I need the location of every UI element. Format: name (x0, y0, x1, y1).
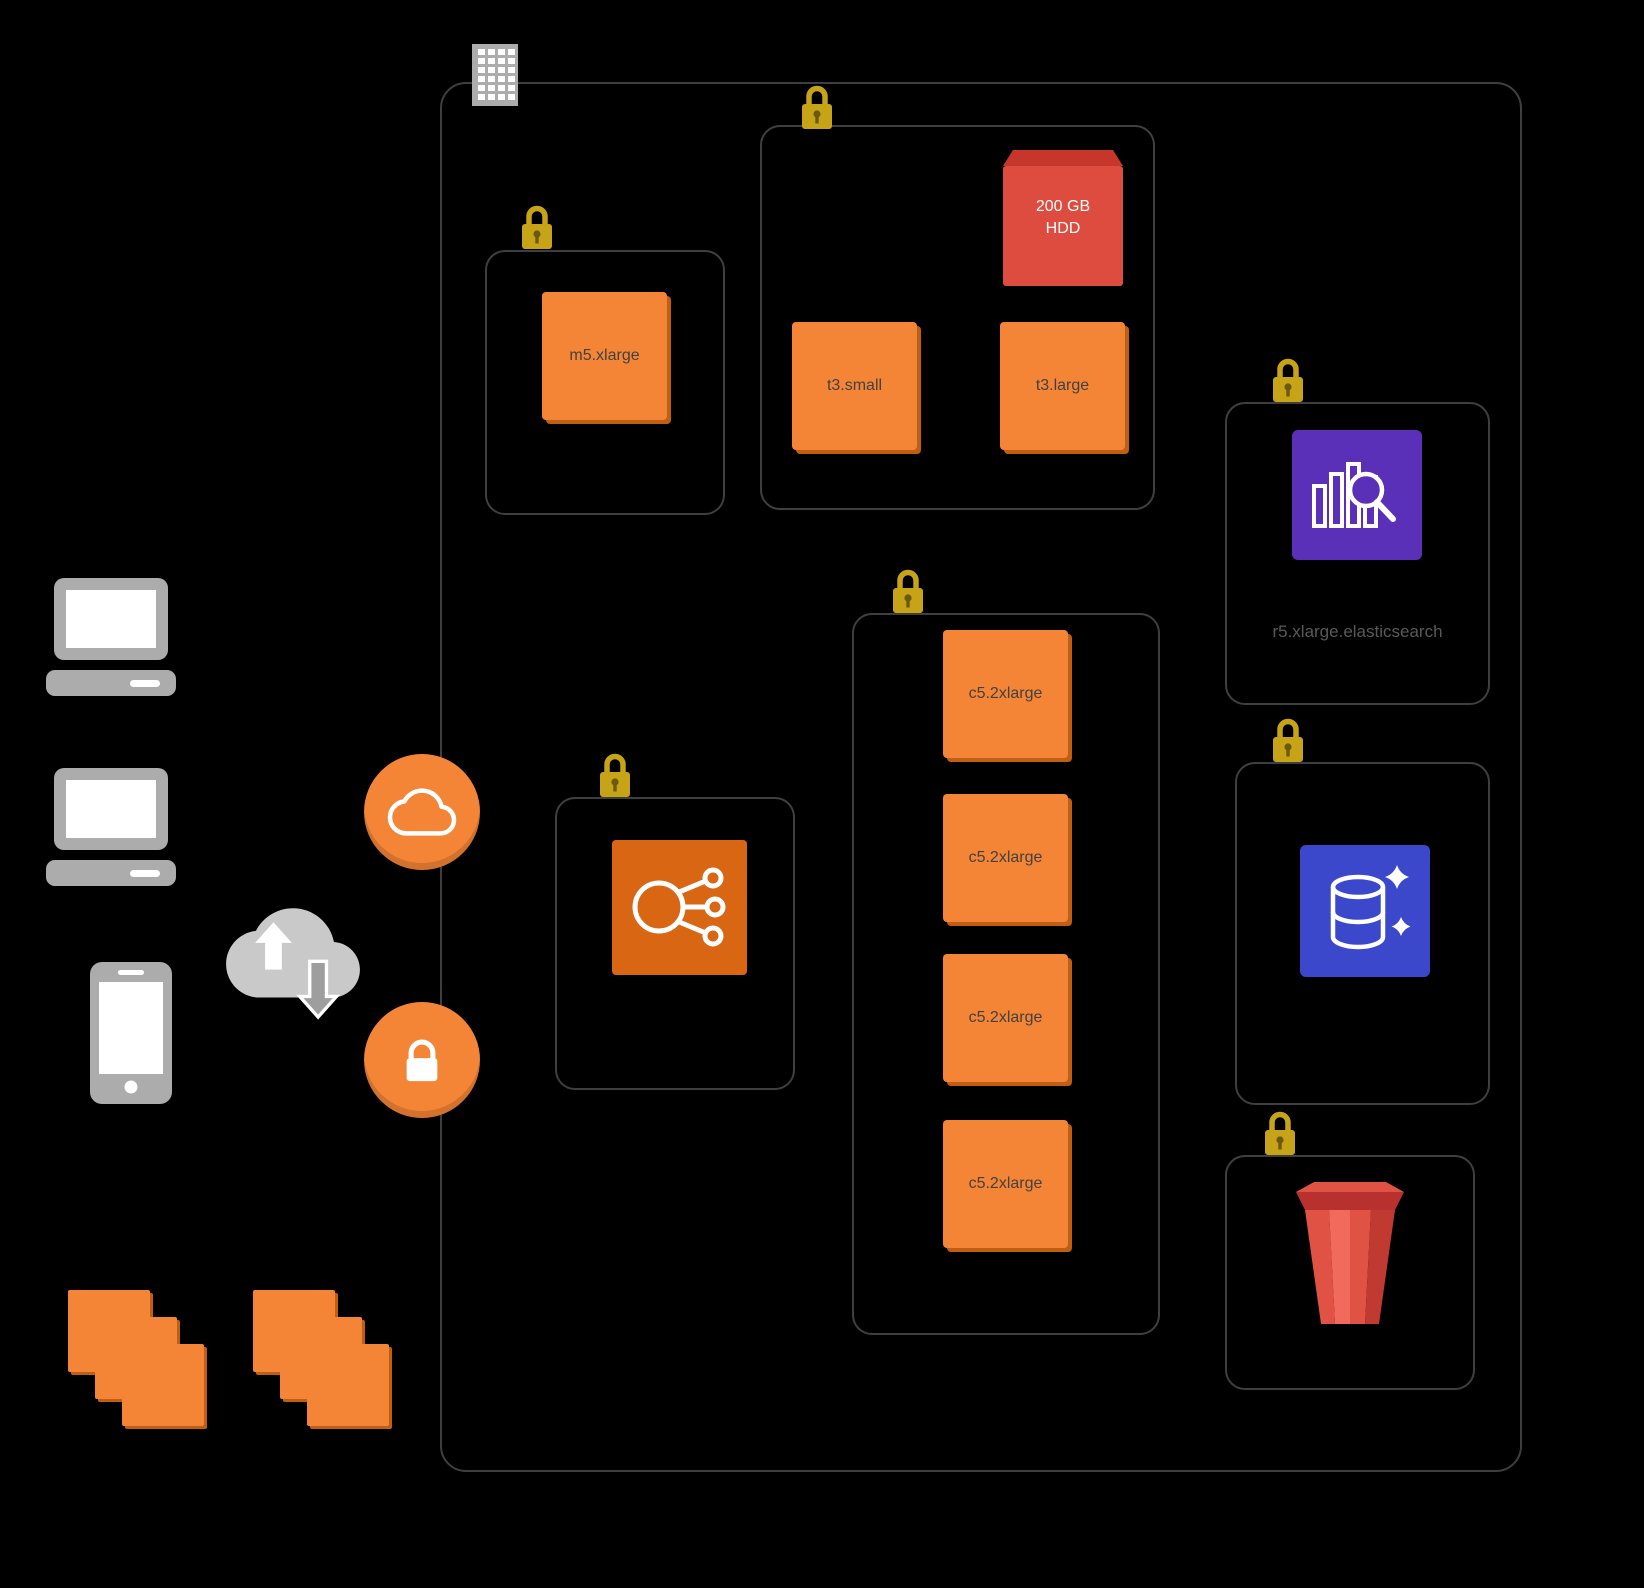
internet-cloud-badge (364, 754, 480, 870)
security-lock-icon (1265, 1111, 1295, 1155)
ec2-instance-c5-2: c5.2xlarge (943, 794, 1068, 922)
security-lock-badge (364, 1002, 480, 1118)
subnet-elasticsearch (1225, 402, 1490, 705)
instance-stack-icon (68, 1290, 208, 1430)
security-lock-icon (802, 85, 832, 129)
s3-bucket-icon (1288, 1178, 1412, 1334)
ec2-instance-c5-3: c5.2xlarge (943, 954, 1068, 1082)
load-balancer-icon (612, 840, 747, 975)
security-lock-icon (1273, 358, 1303, 402)
laptop-icon (46, 578, 176, 696)
cloud-icon (387, 788, 457, 836)
stack-square (122, 1344, 204, 1426)
elasticsearch-caption: r5.xlarge.elasticsearch (1272, 622, 1443, 641)
instance-label: t3.small (826, 377, 883, 394)
ec2-instance-t3-small: t3.small (792, 322, 917, 450)
ebs-volume-icon: 200 GB HDD (1003, 150, 1123, 286)
ec2-instance-m5: m5.xlarge (542, 292, 667, 420)
lock-icon (406, 1039, 438, 1082)
subnet-load-balancer (555, 797, 795, 1090)
instance-label: c5.2xlarge (968, 685, 1043, 702)
subnet-t3 (760, 125, 1155, 510)
instance-label: c5.2xlarge (968, 849, 1043, 866)
laptop-icon (46, 768, 176, 886)
datacenter-building-icon (472, 44, 518, 106)
instance-label: t3.large (1035, 377, 1090, 394)
security-lock-icon (893, 569, 923, 613)
instance-label: c5.2xlarge (968, 1175, 1043, 1192)
instance-label: m5.xlarge (569, 347, 640, 364)
subnet-m5 (485, 250, 725, 515)
ec2-instance-t3-large: t3.large (1000, 322, 1125, 450)
data-transfer-cloud-icon (226, 886, 360, 1031)
subnet-s3 (1225, 1155, 1475, 1390)
instance-stack-icon (253, 1290, 393, 1430)
security-lock-icon (1273, 718, 1303, 762)
subnet-elasticache (1235, 762, 1490, 1105)
elasticsearch-icon (1292, 430, 1422, 560)
elasticache-icon (1300, 845, 1430, 977)
instance-label: c5.2xlarge (968, 1009, 1043, 1026)
mobile-phone-icon (90, 962, 172, 1104)
security-lock-icon (522, 205, 552, 249)
ec2-instance-c5-1: c5.2xlarge (943, 630, 1068, 758)
security-lock-icon (600, 753, 630, 797)
stack-square (307, 1344, 389, 1426)
subnet-c5-fleet (852, 613, 1160, 1335)
ec2-instance-c5-4: c5.2xlarge (943, 1120, 1068, 1248)
volume-label: 200 GB HDD (1035, 198, 1091, 237)
